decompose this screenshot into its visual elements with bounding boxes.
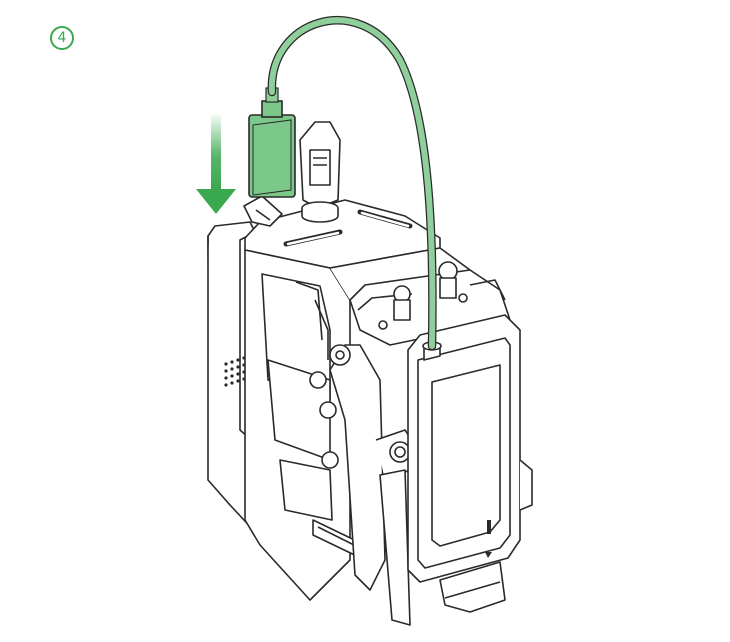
vent-dots	[224, 356, 246, 387]
usb-connector	[248, 87, 296, 198]
down-arrow-icon	[196, 112, 236, 214]
printhead-housing	[207, 199, 533, 626]
step-number-badge: 4	[50, 26, 74, 50]
filament-tube	[267, 16, 437, 351]
filament-inlet-post	[243, 121, 341, 227]
step-number: 4	[57, 30, 67, 46]
